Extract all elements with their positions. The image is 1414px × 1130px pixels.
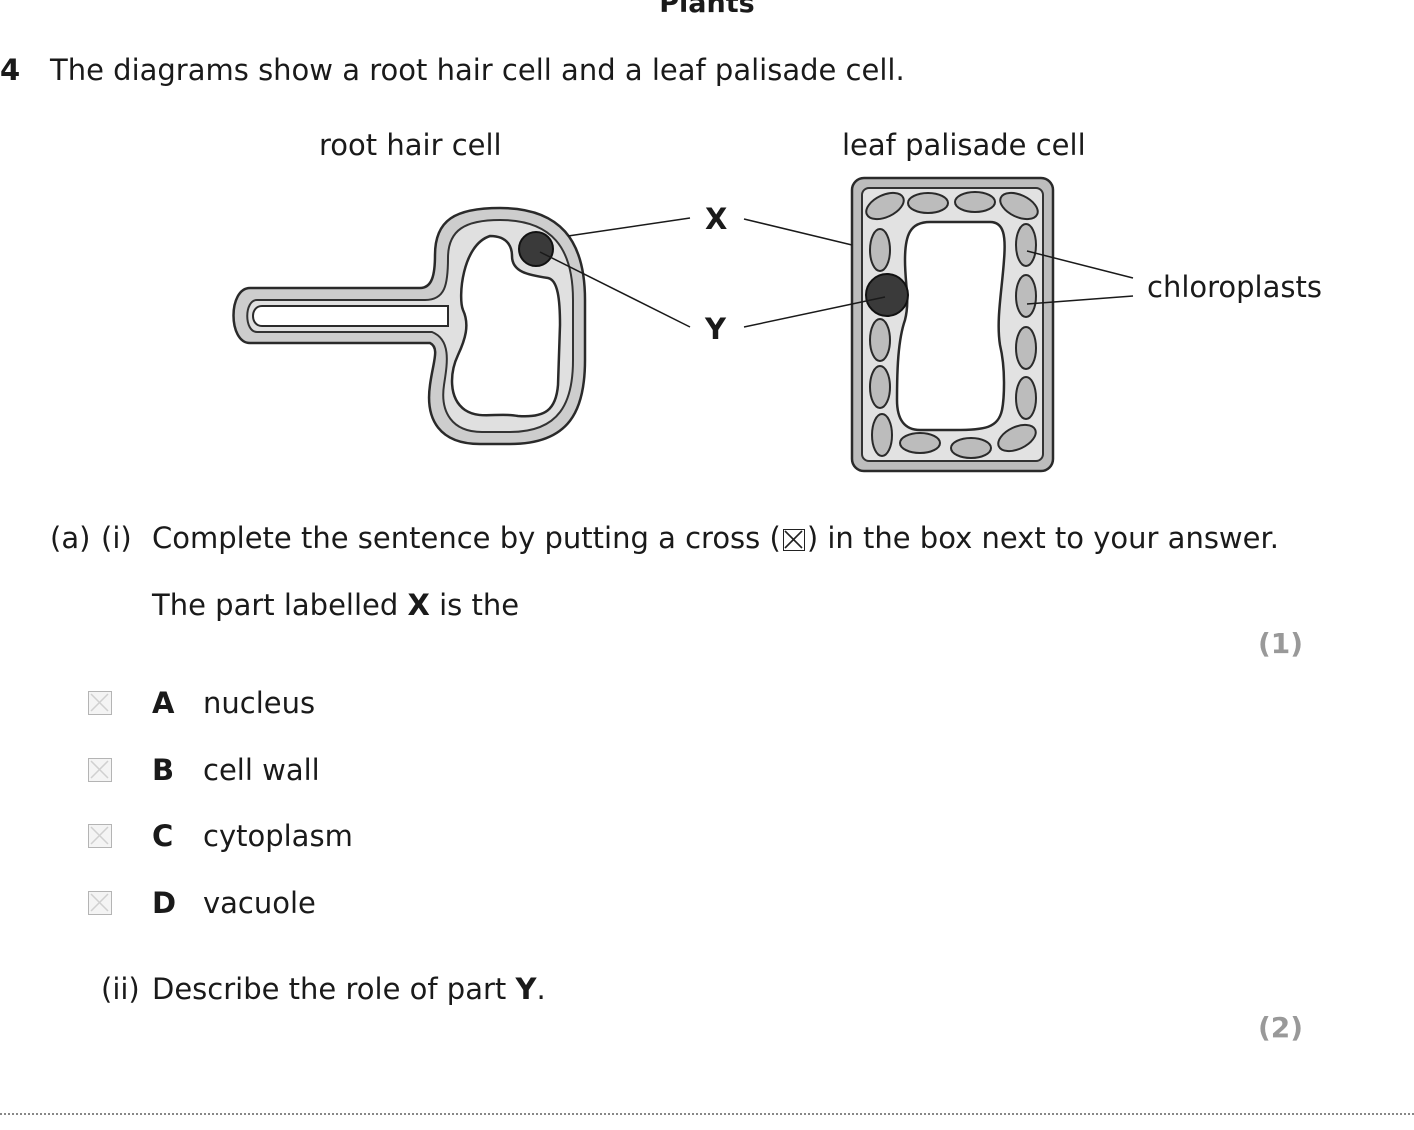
option-c-checkbox[interactable]	[88, 824, 112, 848]
label-y: Y	[705, 312, 726, 346]
option-b-text: cell wall	[203, 753, 320, 787]
option-a-text: nucleus	[203, 686, 316, 720]
label-x: X	[705, 202, 728, 236]
part-a-i-instruction: Complete the sentence by putting a cross…	[152, 521, 1279, 555]
palisade-vacuole	[895, 220, 1006, 432]
palisade-nucleus	[865, 273, 909, 317]
question-number: 4	[0, 53, 21, 87]
chloroplasts-label: chloroplasts	[1147, 270, 1322, 304]
option-d-letter: D	[152, 886, 177, 920]
root-hair-cell-label: root hair cell	[319, 128, 502, 162]
option-c-letter: C	[152, 819, 174, 853]
option-a-checkbox[interactable]	[88, 691, 112, 715]
part-a-i-label: (i)	[101, 521, 132, 555]
option-b-checkbox[interactable]	[88, 758, 112, 782]
cross-box-icon	[782, 529, 805, 551]
chloroplasts	[865, 191, 1039, 459]
cell-diagrams	[232, 176, 1134, 473]
part-a-i-marks: (1)	[1258, 627, 1304, 660]
root-hair-nucleus	[518, 231, 554, 267]
option-d-text: vacuole	[203, 886, 316, 920]
root-hair-vacuole	[450, 234, 562, 418]
option-c-text: cytoplasm	[203, 819, 353, 853]
part-a-ii-label: (ii)	[101, 972, 140, 1006]
leaf-palisade-cell-label: leaf palisade cell	[842, 128, 1086, 162]
leaf-palisade-cell-diagram	[850, 176, 1055, 473]
part-a-ii-marks: (2)	[1258, 1011, 1304, 1044]
page-heading: Plants	[659, 0, 755, 19]
root-hair-cell-diagram	[232, 206, 587, 446]
part-a-label: (a)	[50, 521, 91, 555]
question-stem: The diagrams show a root hair cell and a…	[50, 53, 905, 87]
part-a-i-prompt: The part labelled X is the	[152, 588, 520, 622]
label-leader-lines	[539, 217, 1134, 328]
option-a-letter: A	[152, 686, 175, 720]
root-hair-channel	[252, 305, 449, 327]
answer-line[interactable]	[0, 1113, 1414, 1115]
part-a-ii-prompt: Describe the role of part Y.	[152, 972, 546, 1006]
option-b-letter: B	[152, 753, 175, 787]
option-d-checkbox[interactable]	[88, 891, 112, 915]
